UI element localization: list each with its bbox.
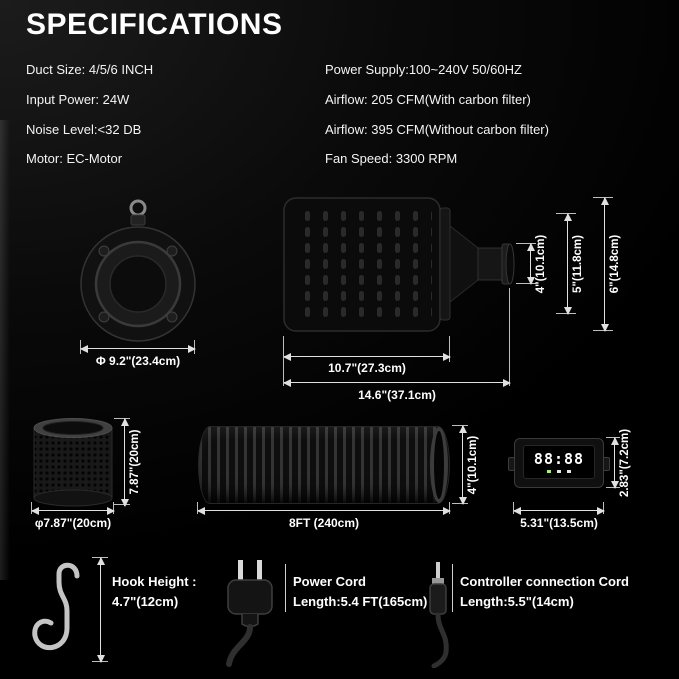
fan-body-height-label: 6"(14.8cm) <box>609 234 621 294</box>
fan-body-length-label: 10.7"(27.3cm) <box>328 361 406 375</box>
dimension-tick <box>283 336 284 386</box>
controller-height-label: 2.83"(7.2cm) <box>619 428 631 498</box>
filter-diameter-dim-line <box>31 506 115 515</box>
filter-height-label: 7.87"(20cm) <box>129 429 141 495</box>
dimension-tick <box>509 288 510 386</box>
label-divider <box>285 564 286 612</box>
filter-diameter-label: φ7.87"(20cm) <box>34 516 112 530</box>
hook-height-label-2: 4.7"(12cm) <box>112 594 179 610</box>
dimension-tick <box>449 336 450 362</box>
duct-length-dim-line <box>197 506 451 515</box>
connector-plug-image <box>429 562 449 668</box>
fan-top-diameter-label: Φ 9.2"(23.4cm) <box>95 354 181 368</box>
controller-width-dim-line <box>513 506 605 515</box>
fan-body-length-dim-line <box>283 352 451 361</box>
hook-height-caption: Hook Height : 4.7"(12cm) <box>112 572 197 612</box>
spec-airflow-filter: Airflow: 205 CFM(With carbon filter) <box>325 92 531 107</box>
dimension-tick <box>516 243 536 244</box>
controller-image: 88:88 <box>508 438 610 488</box>
controller-cord-label-1: Controller connection Cord <box>460 574 629 589</box>
duct-end-cap <box>430 427 448 503</box>
duct-length-label: 8FT (240cm) <box>288 516 360 530</box>
power-cord-label-1: Power Cord <box>293 574 366 589</box>
duct-diameter-label: 4"(10.1cm) <box>467 435 479 495</box>
fan-side-view-image <box>283 197 515 332</box>
spec-motor: Motor: EC-Motor <box>26 151 123 166</box>
controller-cord-label-2: Length:5.5"(14cm) <box>460 594 574 610</box>
spec-input-power: Input Power: 24W <box>26 92 130 107</box>
power-cord-label-2: Length:5.4 FT(165cm) <box>293 594 428 610</box>
label-divider <box>452 564 453 612</box>
controller-indicator-leds <box>547 469 571 473</box>
fan-total-length-label: 14.6"(37.1cm) <box>358 388 436 402</box>
hook-height-dim-line <box>96 557 105 663</box>
controller-width-label: 5.31"(13.5cm) <box>520 516 598 530</box>
fan-top-diameter-dim-line <box>80 344 196 353</box>
controller-mount-tab <box>508 457 515 471</box>
fan-top-view-image <box>80 199 196 342</box>
controller-cord-caption: Controller connection Cord Length:5.5"(1… <box>460 572 629 612</box>
spec-airflow-open: Airflow: 395 CFM(Without carbon filter) <box>325 122 549 137</box>
duct-diameter-dim-line <box>458 425 467 505</box>
carbon-filter-image <box>33 418 113 507</box>
spec-fan-speed: Fan Speed: 3300 RPM <box>325 151 458 166</box>
filter-height-dim-line <box>120 418 129 507</box>
controller-mount-tab <box>603 457 610 471</box>
hook-height-label-1: Hook Height : <box>112 574 197 589</box>
controller-screen: 88:88 <box>523 445 595 479</box>
controller-height-dim-line <box>610 437 619 489</box>
flexible-duct-image <box>198 426 450 504</box>
page-title: SPECIFICATIONS <box>26 8 283 41</box>
spec-duct-size: Duct Size: 4/5/6 INCH <box>26 62 154 77</box>
fan-outlet-label: 4"(10.1cm) <box>535 234 547 294</box>
fan-outlet-dim-line <box>526 243 535 285</box>
spec-noise-level: Noise Level:<32 DB <box>26 122 142 137</box>
power-cord-caption: Power Cord Length:5.4 FT(165cm) <box>293 572 427 612</box>
fan-flange-dim-line <box>563 213 572 315</box>
controller-display: 88:88 <box>533 449 585 468</box>
fan-body-height-dim-line <box>600 197 609 332</box>
power-plug-image <box>226 560 273 667</box>
fan-flange-label: 5"(11.8cm) <box>572 235 584 293</box>
hanging-hook-image <box>32 562 80 651</box>
spec-power-supply: Power Supply:100~240V 50/60HZ <box>325 62 522 77</box>
fan-total-length-dim-line <box>283 378 511 387</box>
dimension-tick <box>516 283 536 284</box>
